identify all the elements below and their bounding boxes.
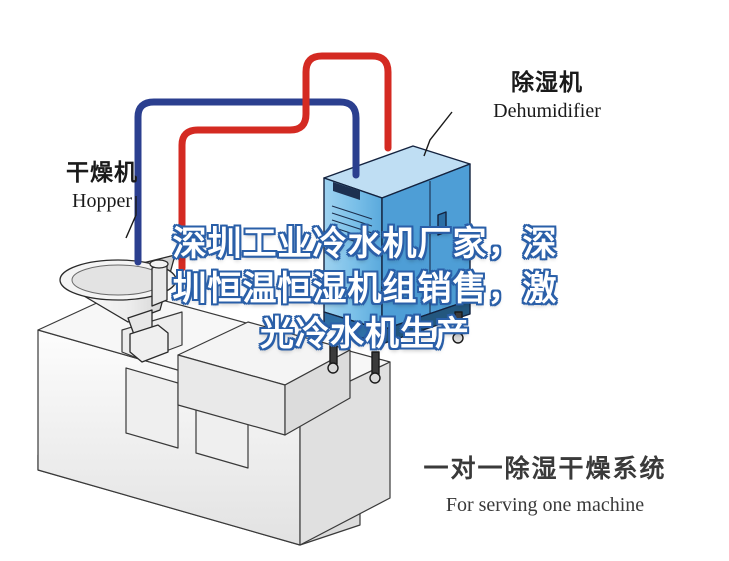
hopper-label-cn: 干燥机	[66, 160, 138, 186]
dehumidifier-unit	[323, 145, 471, 384]
hopper-unit	[59, 254, 177, 363]
system-caption-cn: 一对一除湿干燥系统	[423, 454, 667, 483]
hopper-label: 干燥机 Hopper	[32, 160, 172, 213]
leader-lines	[125, 111, 453, 239]
pipe-blue	[134, 98, 360, 266]
dehumidifier-label-en: Dehumidifier	[493, 100, 601, 123]
hopper-label-en: Hopper	[72, 190, 132, 213]
system-caption: 一对一除湿干燥系统 For serving one machine	[395, 454, 695, 517]
pipe-red	[178, 52, 392, 272]
dehumidifier-label: 除湿机 Dehumidifier	[452, 70, 642, 123]
dehumidifier-label-cn: 除湿机	[511, 70, 583, 96]
system-caption-en: For serving one machine	[445, 493, 645, 516]
